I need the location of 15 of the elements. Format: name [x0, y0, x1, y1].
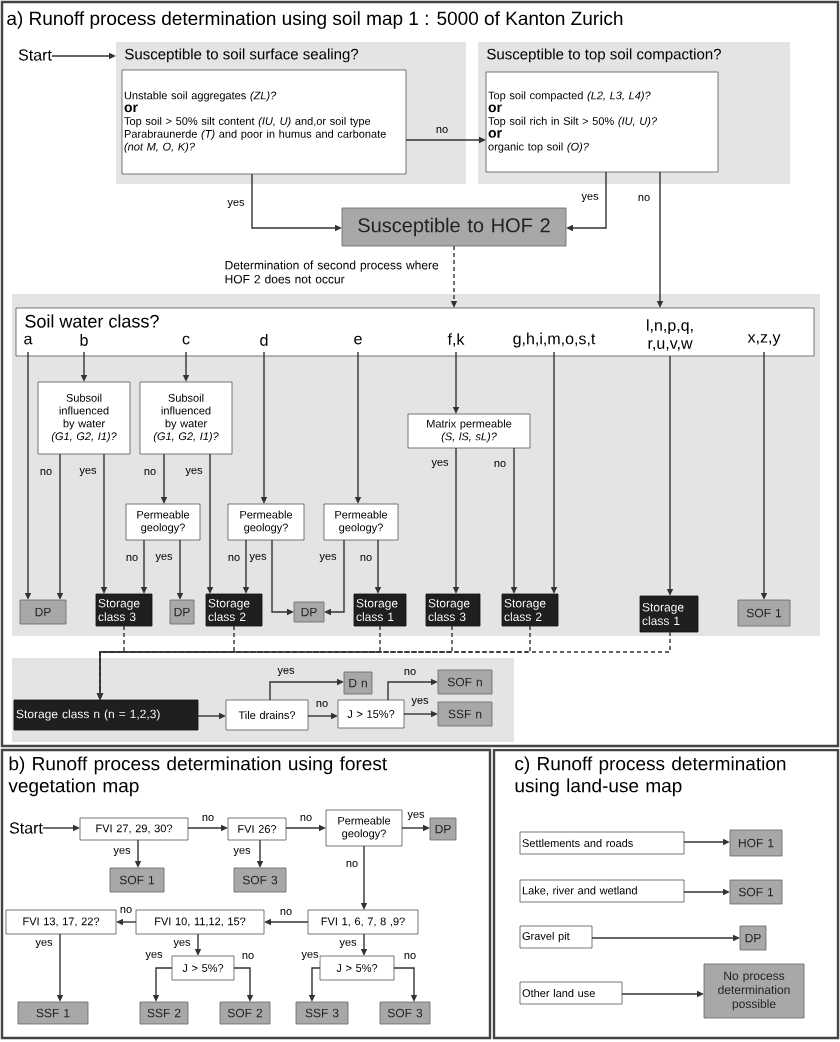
class-letter: a	[24, 335, 33, 345]
class-letter: d	[260, 334, 268, 346]
class-letter: x,z,y	[747, 334, 781, 346]
start-label: Start	[9, 822, 43, 834]
class-letter: b	[80, 334, 88, 346]
panel-heading: c) Runoff process determination using land-use map	[515, 756, 786, 797]
result-box: Susceptible to HOF 2	[341, 207, 567, 247]
panel-heading: a) Runoff process determination using soil map 1 : 5000 of Kanton Zurich	[7, 11, 623, 29]
class-letter: c	[182, 335, 190, 345]
start-label: Start	[18, 49, 52, 61]
class-letter: e	[354, 335, 362, 345]
class-letter: l,n,p,q, r,u,v,w	[647, 319, 693, 351]
class-letter: f,k	[447, 333, 465, 347]
class-letter: g,h,i,m,o,s,t	[513, 332, 596, 348]
panel-heading: b) Runoff process determination using forest vegetation map	[8, 756, 387, 797]
